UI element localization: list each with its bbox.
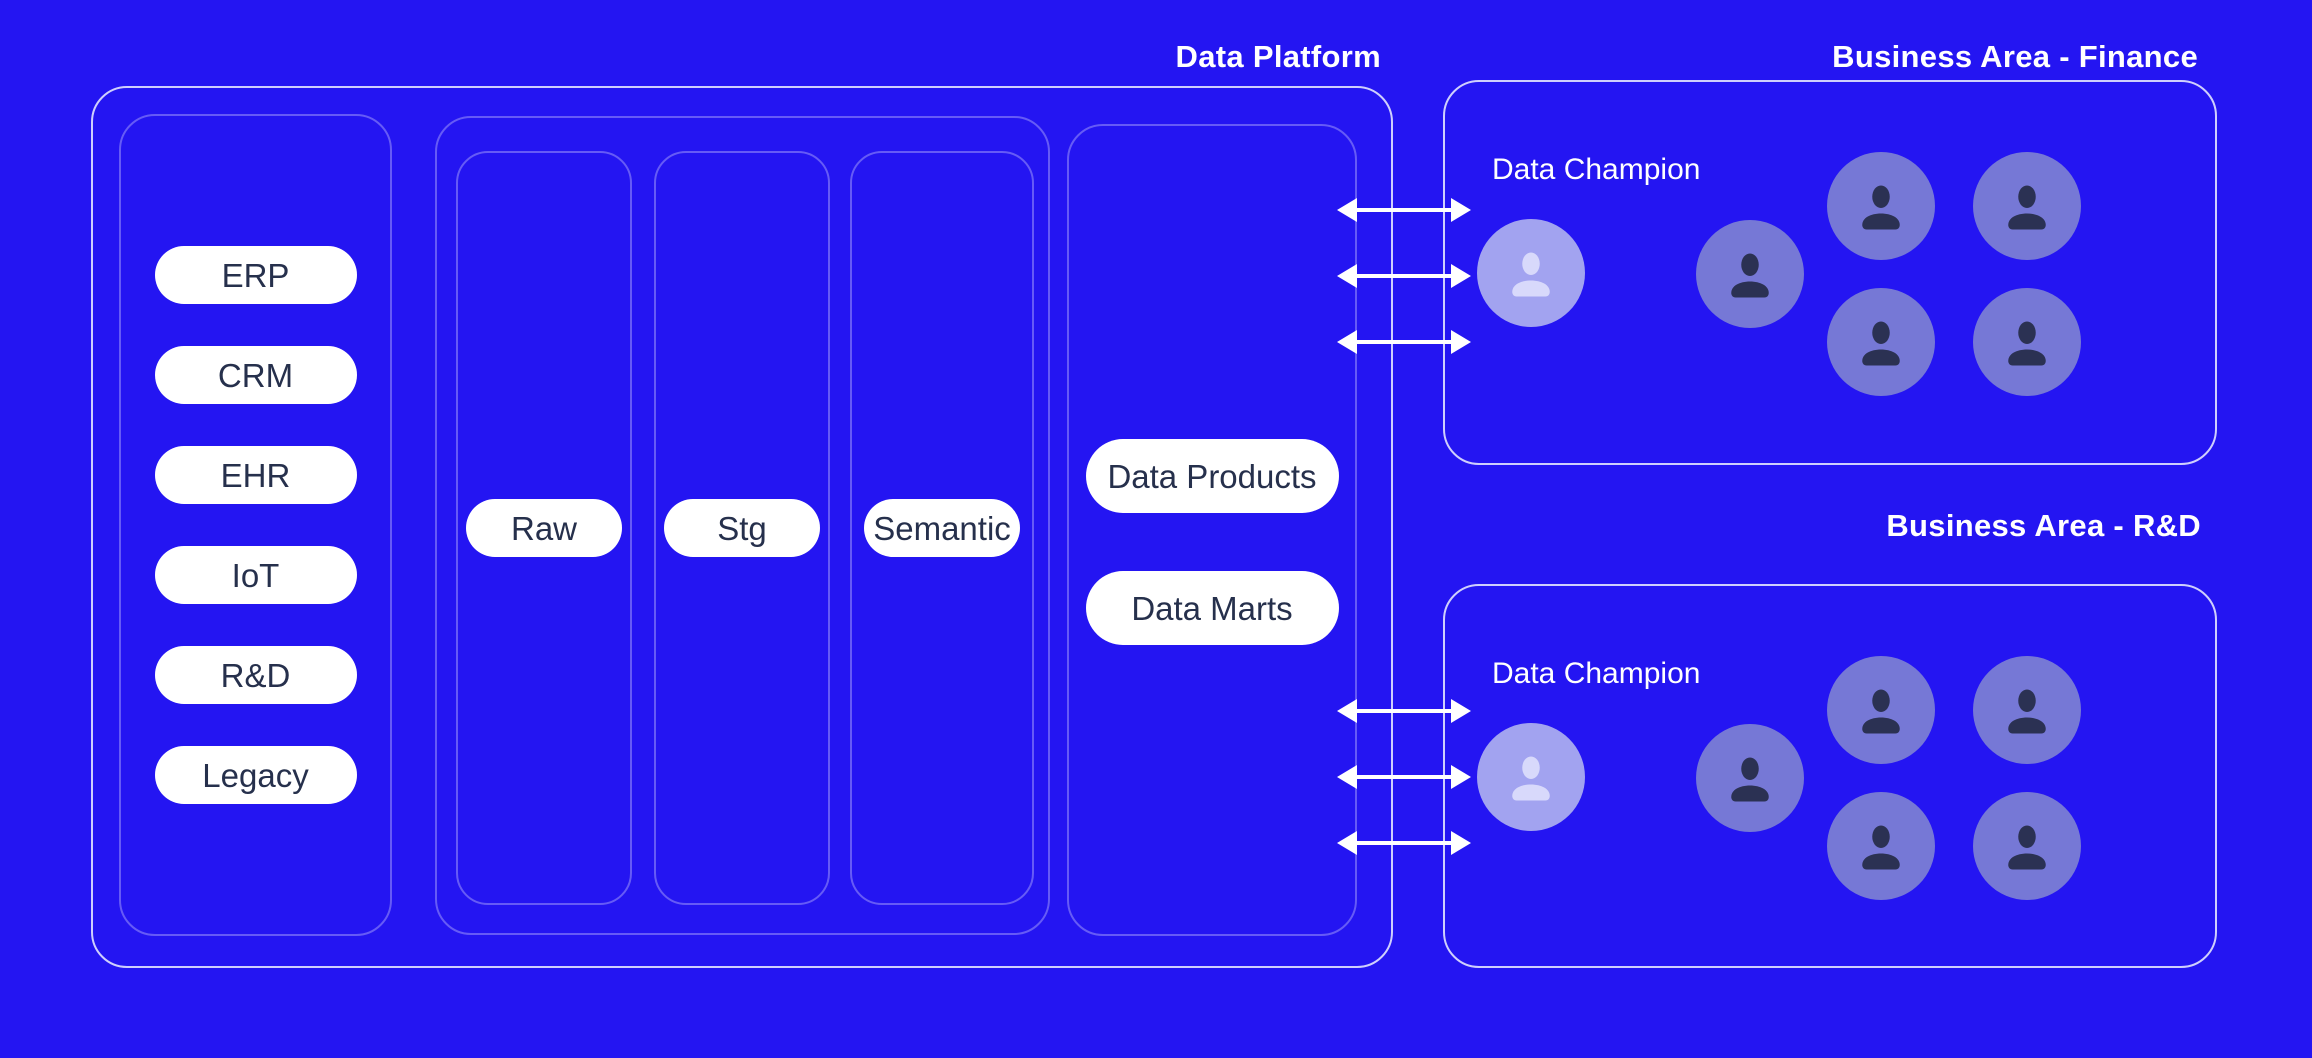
arrowhead-left-icon: [1337, 330, 1357, 354]
member-avatar: [1827, 792, 1935, 900]
raw-layer-column: Raw: [456, 151, 632, 905]
stage-pill-stg: Stg: [664, 499, 820, 557]
arrowhead-left-icon: [1337, 765, 1357, 789]
source-systems-column: ERP CRM EHR IoT R&D Legacy: [119, 114, 392, 936]
arrowhead-right-icon: [1451, 699, 1471, 723]
semantic-layer-column: Semantic: [850, 151, 1034, 905]
arrowhead-right-icon: [1451, 831, 1471, 855]
data-champion-label: Data Champion: [1492, 657, 1701, 690]
person-icon: [1512, 756, 1550, 801]
platform-title: Data Platform: [1175, 39, 1381, 74]
member-avatar: [1973, 152, 2081, 260]
data-champion-avatar: [1477, 723, 1585, 831]
person-icon: [1862, 185, 1900, 230]
arrow-line: [1350, 340, 1458, 344]
person-icon: [2008, 185, 2046, 230]
arrow-line: [1350, 274, 1458, 278]
person-icon: [1731, 253, 1769, 298]
member-avatar: [1973, 288, 2081, 396]
stg-layer-column: Stg: [654, 151, 830, 905]
person-icon: [1862, 689, 1900, 734]
arrow-line: [1350, 775, 1458, 779]
member-avatar: [1696, 724, 1804, 832]
data-flow-arrow: [1337, 264, 1471, 288]
member-avatar: [1827, 656, 1935, 764]
source-pill-erp: ERP: [154, 246, 357, 304]
data-flow-arrow: [1337, 831, 1471, 855]
staging-layers-container: Raw Stg Semantic: [435, 116, 1050, 935]
person-icon: [2008, 825, 2046, 870]
source-pill-rnd: R&D: [154, 646, 357, 704]
arrowhead-left-icon: [1337, 831, 1357, 855]
arrow-line: [1350, 208, 1458, 212]
member-avatar: [1696, 220, 1804, 328]
arrow-line: [1350, 841, 1458, 845]
data-flow-arrow: [1337, 198, 1471, 222]
person-icon: [1862, 825, 1900, 870]
arrowhead-right-icon: [1451, 198, 1471, 222]
source-pill-crm: CRM: [154, 346, 357, 404]
arrowhead-right-icon: [1451, 330, 1471, 354]
data-products-column: Data Products Data Marts: [1067, 124, 1357, 936]
person-icon: [2008, 689, 2046, 734]
data-flow-arrow: [1337, 765, 1471, 789]
data-champion-label: Data Champion: [1492, 153, 1701, 186]
person-icon: [2008, 321, 2046, 366]
arrowhead-left-icon: [1337, 198, 1357, 222]
data-platform-container: ERP CRM EHR IoT R&D Legacy Raw Stg Seman…: [91, 86, 1393, 968]
person-icon: [1862, 321, 1900, 366]
stage-pill-semantic: Semantic: [864, 499, 1020, 557]
business-area-finance-title: Business Area - Finance: [1832, 39, 2198, 74]
person-icon: [1512, 252, 1550, 297]
business-area-rnd-title: Business Area - R&D: [1886, 508, 2201, 543]
source-pill-ehr: EHR: [154, 446, 357, 504]
arrowhead-right-icon: [1451, 765, 1471, 789]
output-pill-data-marts: Data Marts: [1085, 571, 1339, 645]
person-icon: [1731, 757, 1769, 802]
source-pill-iot: IoT: [154, 546, 357, 604]
stage-pill-raw: Raw: [466, 499, 622, 557]
member-avatar: [1973, 792, 2081, 900]
arrowhead-right-icon: [1451, 264, 1471, 288]
source-pill-legacy: Legacy: [154, 746, 357, 804]
arrowhead-left-icon: [1337, 699, 1357, 723]
data-flow-arrow: [1337, 699, 1471, 723]
output-pill-data-products: Data Products: [1085, 439, 1339, 513]
arrowhead-left-icon: [1337, 264, 1357, 288]
member-avatar: [1827, 288, 1935, 396]
arrow-line: [1350, 709, 1458, 713]
data-champion-avatar: [1477, 219, 1585, 327]
member-avatar: [1827, 152, 1935, 260]
business-area-rnd-box: Data Champion: [1443, 584, 2217, 968]
business-area-finance-box: Data Champion: [1443, 80, 2217, 465]
member-avatar: [1973, 656, 2081, 764]
data-flow-arrow: [1337, 330, 1471, 354]
